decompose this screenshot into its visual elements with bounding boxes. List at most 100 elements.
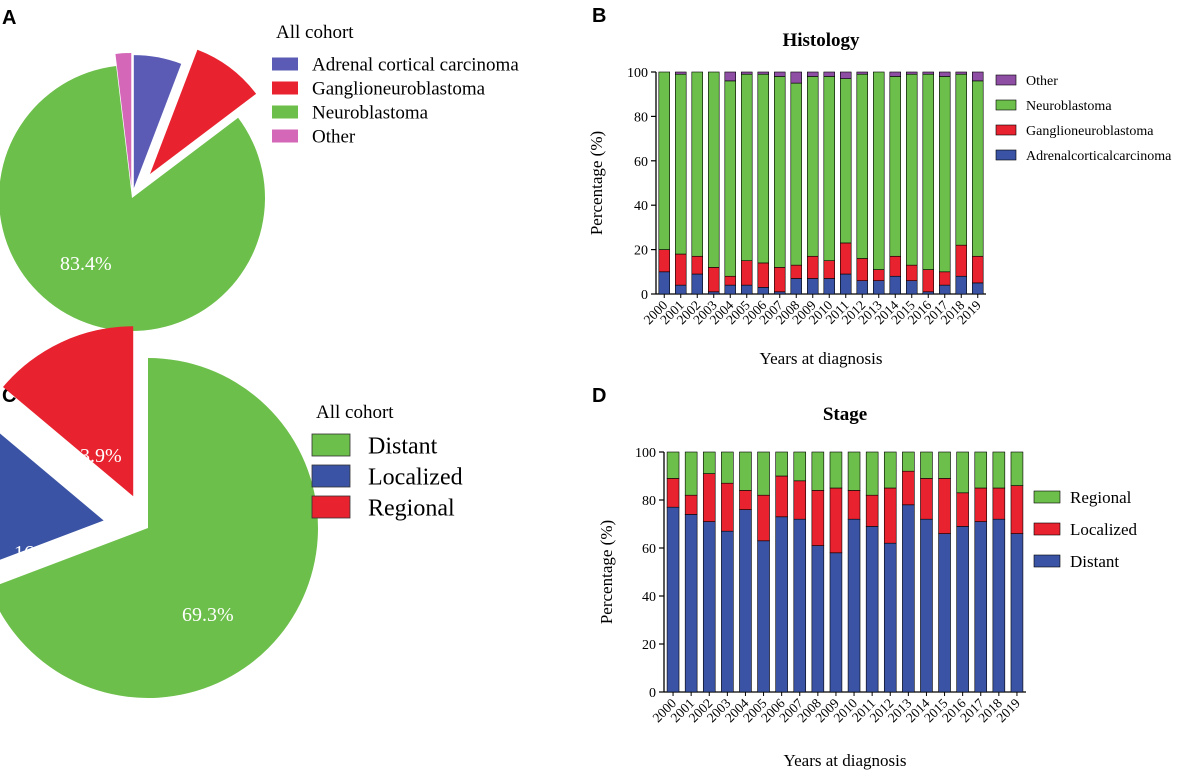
y-tick-label: 40 — [642, 590, 656, 605]
bar-localized-2017 — [974, 487, 988, 522]
bar-adrenalcorticalcarcinoma-2003 — [708, 291, 720, 295]
legend-label-distant: Distant — [368, 433, 438, 459]
y-axis-label: Percentage (%) — [587, 131, 606, 235]
bar-localized-2011 — [865, 494, 879, 527]
bar-adrenalcorticalcarcinoma-2013 — [873, 280, 885, 295]
bar-ganglioneuroblastoma-2016 — [922, 269, 934, 293]
panel-letter-d: D — [592, 385, 606, 407]
bar-distant-2008 — [811, 545, 825, 693]
bar-distant-2019 — [1010, 533, 1024, 693]
y-tick-label: 40 — [634, 199, 648, 214]
y-tick-label: 60 — [634, 155, 648, 170]
pie-slice-regional — [3, 326, 134, 497]
bar-other-2005 — [741, 71, 753, 75]
bar-regional-2019 — [1010, 451, 1024, 486]
legend-label-neuroblastoma: Neuroblastoma — [312, 103, 429, 124]
legend-label-adrenalcorticalcarcinoma: Adrenalcorticalcarcinoma — [1026, 149, 1172, 164]
bar-neuroblastoma-2007 — [774, 76, 786, 268]
panel-letter-b: B — [592, 5, 606, 27]
panel-letter-a: A — [2, 7, 16, 29]
bar-neuroblastoma-2012 — [856, 73, 868, 259]
y-tick-label: 100 — [627, 66, 648, 81]
bar-neuroblastoma-2017 — [939, 76, 951, 273]
legend-swatch-localized — [1033, 522, 1061, 536]
bar-ganglioneuroblastoma-2019 — [972, 255, 984, 284]
bar-neuroblastoma-2014 — [889, 76, 901, 257]
bar-regional-2001 — [684, 451, 698, 496]
bar-ganglioneuroblastoma-2002 — [691, 255, 703, 275]
bar-other-2018 — [955, 71, 967, 75]
bar-other-2019 — [972, 71, 984, 82]
bar-ganglioneuroblastoma-2009 — [807, 255, 819, 279]
bar-regional-2012 — [883, 451, 897, 489]
y-tick-label: 0 — [649, 686, 656, 701]
bar-distant-2013 — [902, 504, 915, 693]
bar-ganglioneuroblastoma-2005 — [741, 260, 753, 286]
bar-distant-2017 — [974, 521, 988, 693]
bar-adrenalcorticalcarcinoma-2006 — [757, 287, 769, 295]
bar-localized-2018 — [992, 487, 1006, 520]
bar-other-2017 — [939, 71, 951, 77]
bar-neuroblastoma-2008 — [790, 82, 802, 266]
bar-regional-2009 — [829, 451, 843, 489]
bar-ganglioneuroblastoma-2012 — [856, 258, 868, 281]
bar-localized-2003 — [721, 482, 734, 532]
pie-value-label-neuroblastoma: 83.4% — [60, 253, 112, 275]
legend-label-adrenal-cortical-carcinoma: Adrenal cortical carcinoma — [312, 55, 519, 76]
bar-neuroblastoma-2013 — [873, 71, 885, 270]
bar-localized-2015 — [938, 478, 951, 534]
bar-adrenalcorticalcarcinoma-2010 — [823, 278, 835, 295]
bar-other-2012 — [856, 71, 868, 75]
bar-ganglioneuroblastoma-2013 — [873, 269, 885, 281]
legend-swatch-neuroblastoma — [272, 105, 298, 119]
y-tick-label: 80 — [634, 110, 648, 125]
pie-slice-other — [115, 53, 132, 187]
bar-regional-2007 — [793, 451, 807, 482]
bar-neuroblastoma-2009 — [807, 76, 819, 257]
bar-other-2006 — [757, 71, 769, 75]
bar-other-2010 — [823, 71, 835, 77]
legend-label-other: Other — [1026, 74, 1058, 89]
bar-regional-2008 — [811, 451, 825, 491]
legend-label-distant: Distant — [1070, 552, 1119, 571]
bar-adrenalcorticalcarcinoma-2014 — [889, 275, 901, 295]
bar-distant-2011 — [865, 526, 879, 693]
y-tick-label: 0 — [641, 288, 648, 303]
bar-ganglioneuroblastoma-2004 — [724, 275, 736, 286]
bar-adrenalcorticalcarcinoma-2007 — [774, 291, 786, 295]
bar-regional-2000 — [666, 451, 680, 479]
bar-regional-2017 — [974, 451, 988, 489]
legend-swatch-adrenalcorticalcarcinoma — [995, 149, 1017, 161]
bar-ganglioneuroblastoma-2011 — [840, 242, 852, 275]
legend-label-other: Other — [312, 127, 356, 148]
bar-ganglioneuroblastoma-2010 — [823, 260, 835, 279]
bar-regional-2014 — [920, 451, 933, 479]
bar-neuroblastoma-2016 — [922, 73, 934, 270]
pie-value-label-localized: 16.9% — [14, 542, 66, 564]
chart-title: Stage — [823, 404, 867, 425]
legend-swatch-distant — [311, 433, 351, 457]
bar-regional-2003 — [721, 451, 734, 484]
bar-regional-2004 — [739, 451, 752, 491]
bar-regional-2005 — [757, 451, 770, 496]
bar-adrenalcorticalcarcinoma-2004 — [724, 284, 736, 295]
bar-distant-2005 — [757, 540, 770, 693]
legend-label-ganglioneuroblastoma: Ganglioneuroblastoma — [312, 79, 486, 100]
bar-neuroblastoma-2000 — [658, 71, 670, 250]
y-tick-label: 20 — [634, 244, 648, 259]
chart-title: Histology — [782, 30, 860, 51]
legend-label-regional: Regional — [1070, 488, 1132, 507]
pie-slice-localized — [0, 433, 104, 560]
bar-neuroblastoma-2010 — [823, 76, 835, 261]
bar-localized-2010 — [847, 490, 861, 520]
pie-slice-ganglioneuroblastoma — [150, 49, 257, 175]
bar-neuroblastoma-2019 — [972, 80, 984, 257]
pie-value-label-regional: 13.9% — [70, 445, 122, 467]
bar-localized-2000 — [666, 478, 680, 508]
bar-distant-2015 — [938, 533, 951, 693]
bar-ganglioneuroblastoma-2007 — [774, 267, 786, 293]
y-tick-label: 80 — [642, 494, 656, 509]
bar-ganglioneuroblastoma-2000 — [658, 249, 670, 273]
